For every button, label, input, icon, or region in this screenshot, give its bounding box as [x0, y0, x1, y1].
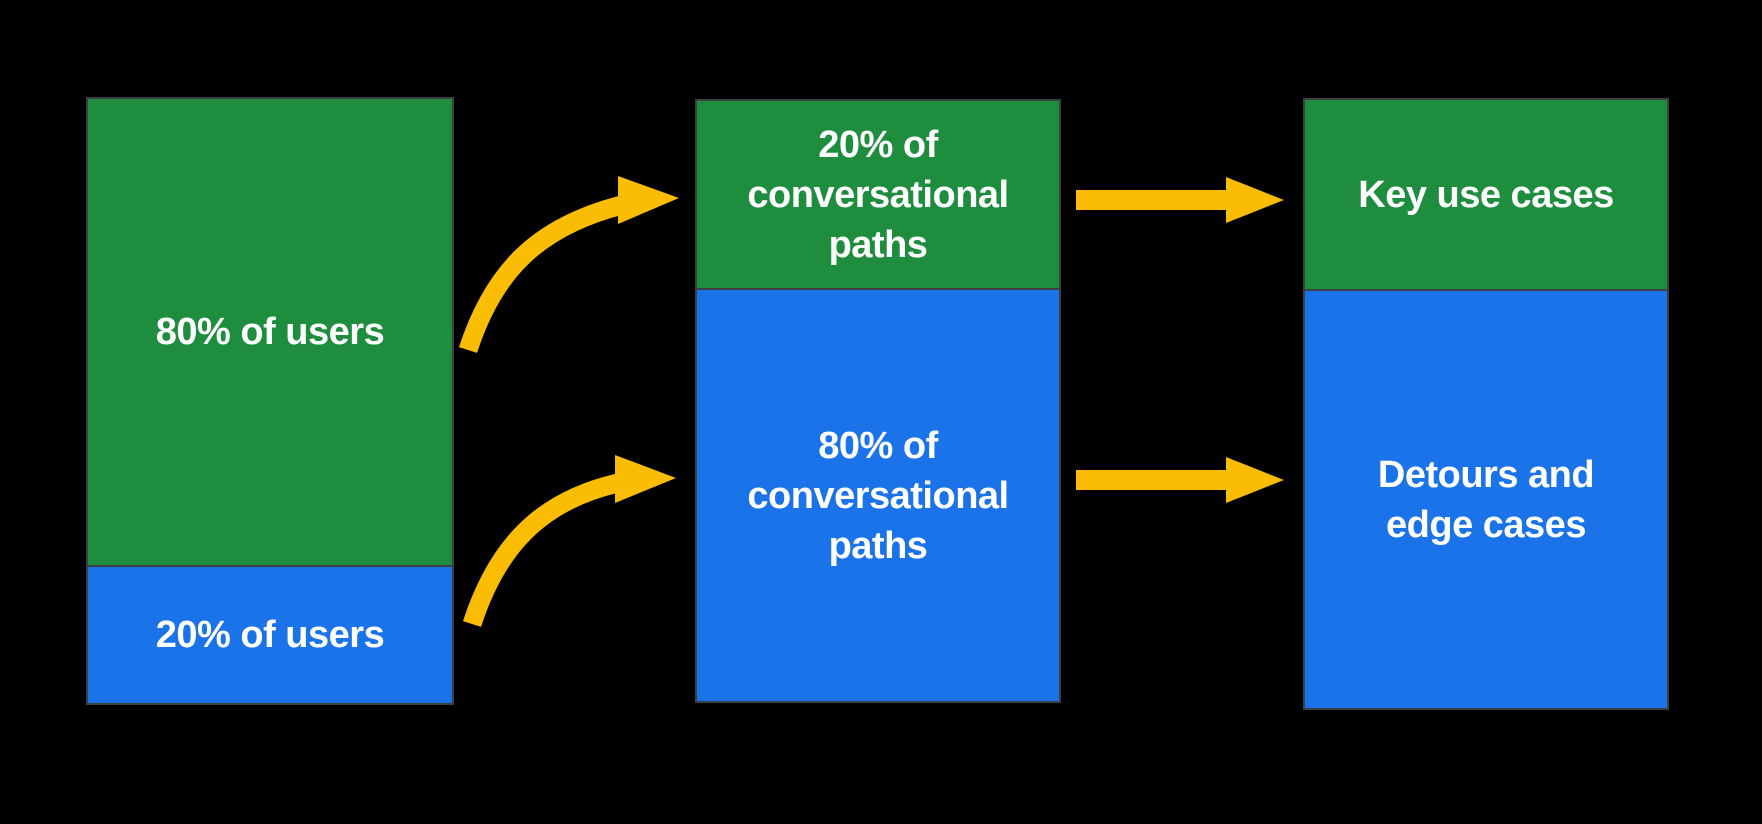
straight-arrow-top-icon: [1076, 177, 1284, 223]
straight-arrow-bottom-icon: [1076, 457, 1284, 503]
curved-arrow-bottom-icon: [462, 455, 676, 627]
users-column: 80% of users 20% of users: [86, 97, 454, 705]
paths-20-segment: 20% of conversational paths: [697, 101, 1059, 290]
users-20-segment: 20% of users: [88, 567, 452, 703]
users-80-label: 80% of users: [155, 311, 385, 353]
paths-80-segment: 80% of conversational paths: [697, 290, 1059, 701]
users-80-segment: 80% of users: [88, 99, 452, 567]
users-20-label: 20% of users: [155, 614, 385, 656]
use-cases-column: Key use cases Detours and edge cases: [1303, 98, 1669, 710]
key-use-cases-segment: Key use cases: [1305, 100, 1667, 291]
paths-80-label: 80% of conversational paths: [747, 424, 1009, 567]
detours-edge-cases-segment: Detours and edge cases: [1305, 291, 1667, 708]
conversational-paths-column: 20% of conversational paths 80% of conve…: [695, 99, 1061, 703]
curved-arrow-top-icon: [458, 176, 679, 353]
key-use-cases-label: Key use cases: [1358, 173, 1614, 216]
paths-20-label: 20% of conversational paths: [747, 123, 1009, 266]
detours-edge-cases-label: Detours and edge cases: [1377, 453, 1595, 546]
